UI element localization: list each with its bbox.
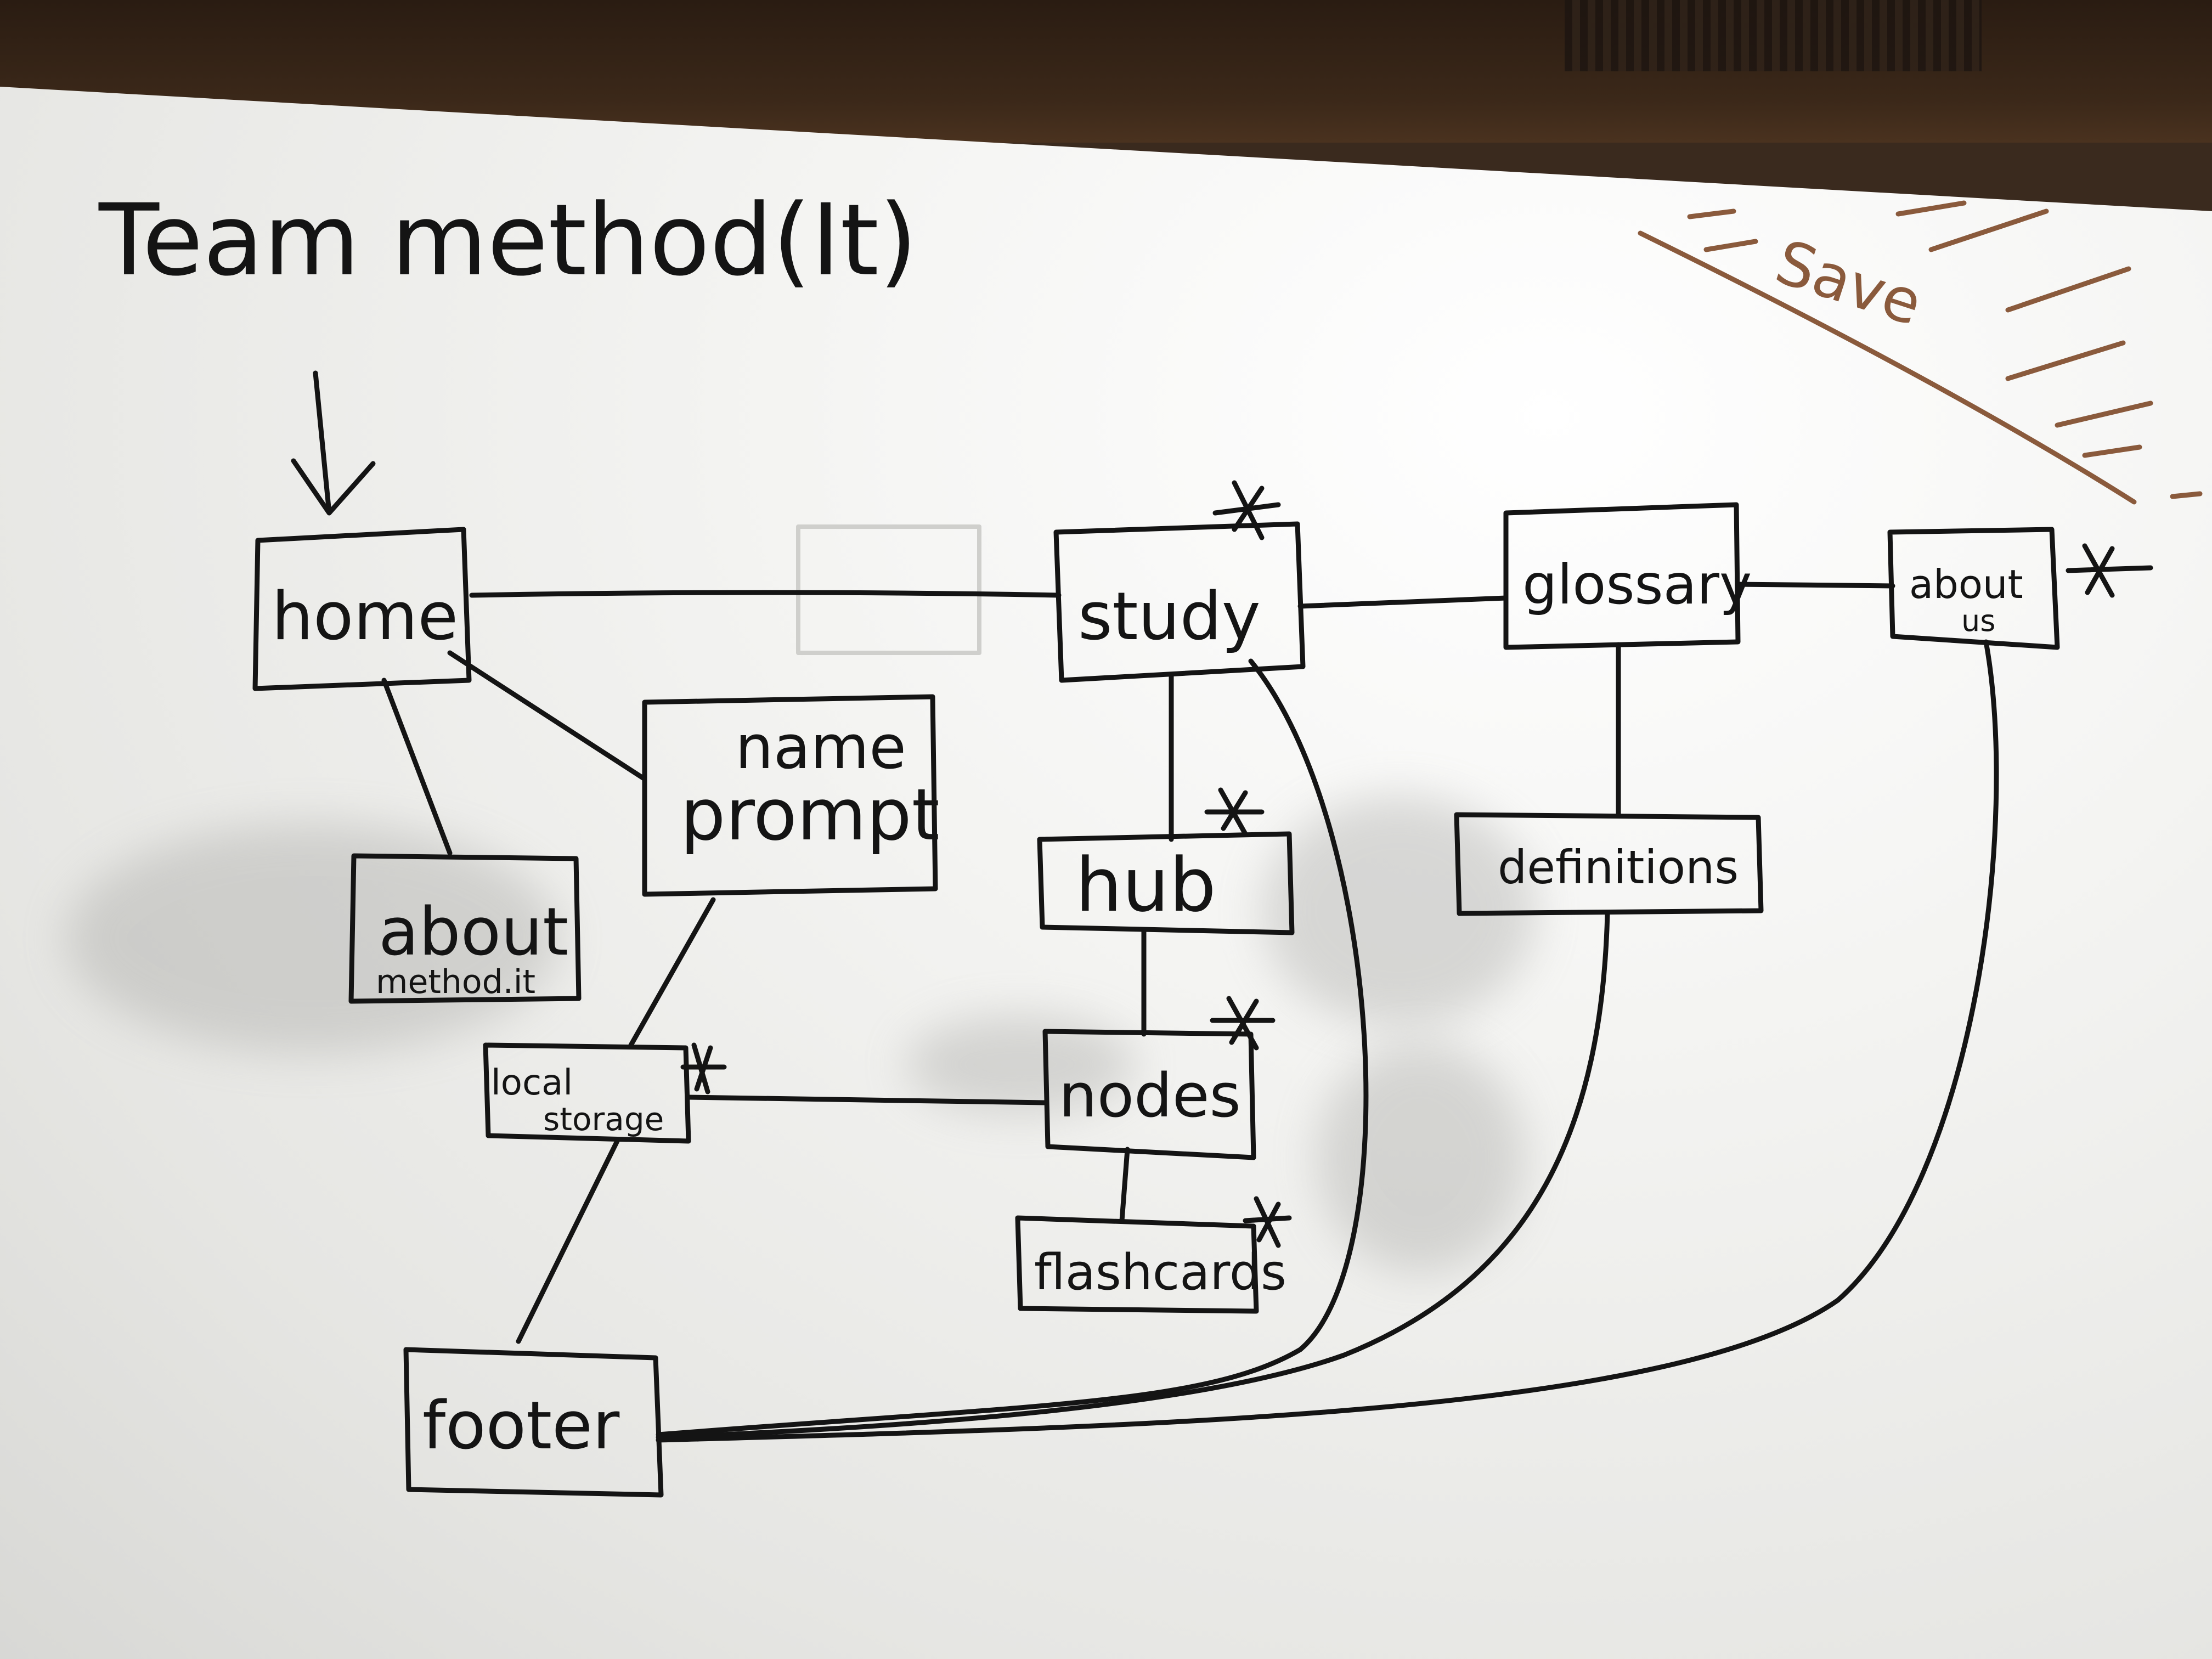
asterisk-icon [1210, 996, 1276, 1051]
node-glossary: glossary [1522, 552, 1752, 617]
node-about-method-line1: about [379, 894, 568, 970]
local-storage-box [483, 1042, 691, 1144]
connector-about-us-footer [656, 639, 1999, 1443]
footer-box [403, 1347, 664, 1498]
asterisk-icon [1204, 787, 1265, 837]
node-hub: hub [1075, 842, 1216, 928]
save-note: Save [1768, 227, 1930, 339]
connector-study-footer [656, 658, 1369, 1437]
node-local-storage-line2: storage [543, 1101, 664, 1138]
node-nodes: nodes [1059, 1060, 1241, 1131]
asterisk-icon [680, 1042, 727, 1094]
page-title: Team method(It) [98, 183, 917, 298]
node-about-method-line2: method.it [376, 963, 535, 1001]
node-definitions: definitions [1498, 840, 1739, 894]
nodes-box [1042, 1029, 1256, 1160]
name-prompt-box [642, 694, 938, 897]
node-local-storage-line1: local [491, 1063, 573, 1103]
connector-study-glossary [1297, 595, 1509, 609]
node-footer: footer [422, 1388, 620, 1464]
node-about-us-line1: about [1909, 561, 2023, 607]
eraser-smudge [66, 823, 560, 1053]
study-box [1053, 521, 1306, 683]
asterisk-icon [1243, 1196, 1292, 1248]
about-us-box [1887, 527, 2060, 650]
about-method-box [348, 853, 582, 1004]
connector-local-storage-nodes [686, 1094, 1048, 1105]
home-box [252, 527, 472, 691]
connector-glossary-about-us [1735, 582, 1895, 589]
background-vent [1565, 0, 1982, 71]
connector-home-about-method [381, 678, 453, 856]
ghost-box [796, 524, 981, 655]
node-study: study [1078, 579, 1261, 655]
asterisk-icon [2066, 543, 2153, 598]
connector-prompt-storage-footer [516, 897, 716, 1344]
node-flashcards: flashcards [1034, 1244, 1286, 1301]
flashcards-box [1015, 1215, 1259, 1314]
node-about-us-line2: us [1961, 603, 1995, 638]
entry-arrow [291, 370, 376, 516]
connector-definitions-footer [656, 911, 1610, 1440]
asterisk-icon [1212, 480, 1281, 540]
node-name-prompt-line2: prompt [680, 773, 940, 856]
connector-home-study [469, 590, 1062, 598]
definitions-box [1454, 812, 1764, 916]
node-name-prompt-line1: name [735, 712, 906, 782]
connector-home-name-prompt [447, 650, 647, 782]
save-hatched-corner [1638, 200, 2203, 505]
connector-nodes-flashcards [1119, 1147, 1130, 1223]
glossary-box [1503, 502, 1741, 650]
node-home: home [272, 579, 458, 655]
hub-box [1037, 831, 1295, 935]
